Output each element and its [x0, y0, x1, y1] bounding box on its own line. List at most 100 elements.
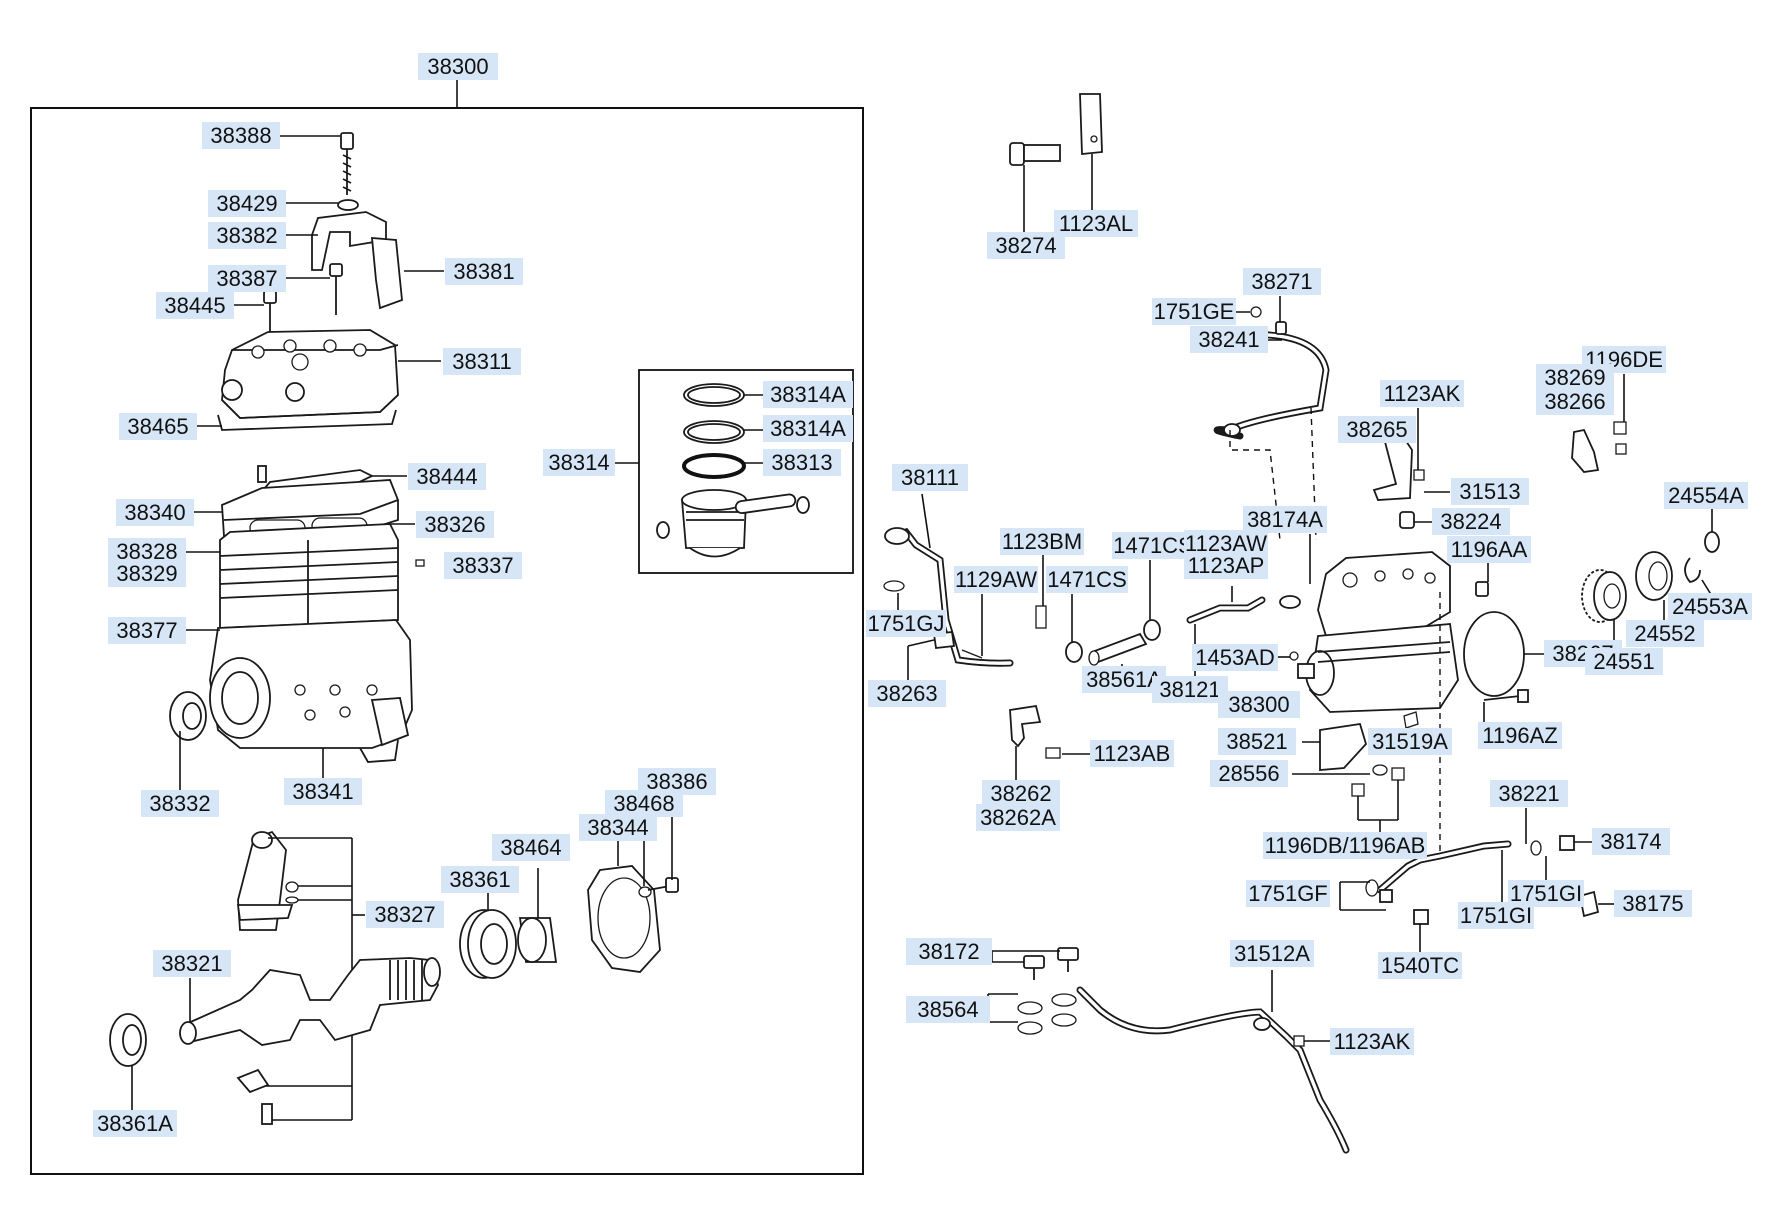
- part-label-bg: [1614, 890, 1692, 917]
- bolt-1196AZ-icon: [1483, 689, 1529, 703]
- part-label-bg: [1152, 298, 1236, 325]
- part-label-bg: [1112, 532, 1194, 559]
- part-label-bg: [141, 790, 219, 817]
- bracket-38381-icon: [371, 237, 403, 310]
- part-number: 38327: [374, 902, 435, 927]
- part-label-1123BM: 1123BM: [1000, 528, 1084, 555]
- crankcase-38341-icon: [209, 619, 413, 763]
- part-number: 38465: [127, 414, 188, 439]
- part-label-1751GI-2: 1751GI: [1458, 902, 1534, 929]
- part-label-bg: [441, 866, 519, 893]
- compressor-assembly-group: [30, 72, 864, 1175]
- part-label-38265: 38265: [1338, 416, 1416, 443]
- part-label-bg: [1490, 780, 1568, 807]
- part-label-24553A: 24553A: [1668, 593, 1752, 620]
- part-number: 1196AA: [1451, 537, 1528, 562]
- part-number: 38377: [116, 618, 177, 643]
- part-number: 31513: [1459, 479, 1520, 504]
- part-label-38387: 38387: [208, 265, 286, 292]
- part-number: 38564: [917, 997, 978, 1022]
- part-label-38175: 38175: [1614, 890, 1692, 917]
- part-number: 38300: [1228, 692, 1289, 717]
- part-number: 38221: [1498, 781, 1559, 806]
- part-label-bg: [1432, 508, 1510, 535]
- part-label-38300: 38300: [418, 53, 498, 80]
- crankshaft-38321-icon: [179, 957, 441, 1046]
- part-label-bg: [408, 463, 486, 490]
- part-label-bg: [1192, 644, 1278, 671]
- piston-icon: [656, 489, 810, 558]
- part-number: 38344: [587, 815, 648, 840]
- part-label-38262: 38262: [982, 780, 1060, 807]
- part-number: 1196DB/1196AB: [1265, 833, 1426, 858]
- part-label-1123AP: 1123AP: [1184, 552, 1268, 579]
- part-number: 38521: [1226, 729, 1287, 754]
- pipe-38241-icon: [1213, 330, 1330, 440]
- part-label-bg: [1000, 528, 1084, 555]
- part-label-bg: [1592, 828, 1670, 855]
- pin-1453AD-icon: [1289, 651, 1299, 661]
- part-label-bg: [153, 950, 231, 977]
- part-number: 1751GE: [1154, 299, 1235, 324]
- part-number: 1751GI: [1510, 881, 1582, 906]
- part-label-bg: [1230, 940, 1314, 967]
- part-label-bg: [416, 511, 494, 538]
- part-number: 38224: [1440, 509, 1501, 534]
- part-label-bg: [116, 499, 194, 526]
- part-label-bg: [1090, 740, 1174, 767]
- part-label-bg: [892, 464, 968, 491]
- part-number: 1123AL: [1059, 211, 1133, 236]
- gear-24551-icon: [1581, 569, 1627, 623]
- bolt-38445-icon: [263, 290, 277, 335]
- part-label-1540TC: 1540TC: [1378, 952, 1462, 979]
- part-number: 38174: [1600, 829, 1661, 854]
- pipe-38111-icon: [884, 527, 1014, 667]
- part-number: 38262A: [980, 805, 1056, 830]
- part-label-38111: 38111: [892, 464, 968, 491]
- part-label-38521: 38521: [1218, 728, 1296, 755]
- part-label-bg: [444, 552, 522, 579]
- washers-38564-icon: [1017, 993, 1077, 1035]
- part-label-bg: [987, 232, 1065, 259]
- part-number: 1453AD: [1195, 645, 1275, 670]
- part-number: 38321: [161, 951, 222, 976]
- part-label-1123AK-bot: 1123AK: [1330, 1028, 1414, 1055]
- washer-38429-icon: [337, 199, 359, 211]
- washer-1751GF-icon: [1365, 879, 1379, 897]
- part-label-bg: [1054, 210, 1138, 237]
- part-label-1123AL: 1123AL: [1054, 210, 1138, 237]
- part-label-bg: [1626, 620, 1704, 647]
- gasket-38465-icon: [217, 409, 397, 431]
- part-label-bg: [418, 53, 498, 80]
- cylinder-block-38328-icon: [219, 523, 399, 629]
- part-number: 38361A: [97, 1111, 173, 1136]
- part-number: 38337: [452, 553, 513, 578]
- part-label-bg: [1668, 593, 1752, 620]
- part-number: 38468: [613, 791, 674, 816]
- part-label-38382: 38382: [208, 222, 286, 249]
- part-label-1453AD: 1453AD: [1192, 644, 1278, 671]
- part-label-bg: [284, 778, 362, 805]
- part-number: 38388: [210, 123, 271, 148]
- part-label-bg: [954, 566, 1038, 593]
- bolt-38387-icon: [329, 263, 343, 315]
- bolt-1129AW-icon: [961, 649, 983, 659]
- part-label-38172: 38172: [906, 938, 992, 965]
- part-number: 1751GI: [1460, 903, 1532, 928]
- gasket-38267-icon: [1463, 611, 1525, 697]
- part-label-bg: [1046, 566, 1128, 593]
- bolt-1123AK-top-icon: [1413, 469, 1425, 481]
- part-number: 38445: [164, 293, 225, 318]
- part-label-bg: [202, 122, 280, 149]
- part-label-38269: 38269: [1536, 364, 1614, 391]
- bolts-38172-icon: [1023, 947, 1079, 980]
- part-number: 1751GJ: [867, 611, 944, 636]
- part-label-bg: [1378, 952, 1462, 979]
- part-number: 38444: [416, 464, 477, 489]
- bolt-1123AK-bot-icon: [1293, 1035, 1305, 1047]
- bracket-38262-icon: [1009, 704, 1042, 748]
- cylinder-head-38311-icon: [221, 329, 399, 419]
- assembly-frame: [30, 107, 864, 1175]
- part-label-38174: 38174: [1592, 828, 1670, 855]
